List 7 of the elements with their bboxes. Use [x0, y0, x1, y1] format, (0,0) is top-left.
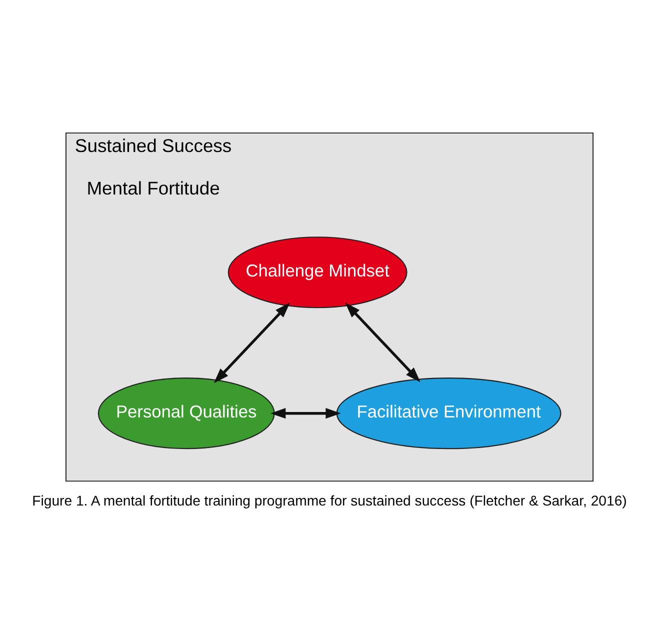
- node-ellipse: Challenge Mindset: [228, 236, 408, 308]
- arrow: [270, 408, 341, 418]
- node-ellipse: Facilitative Environment: [336, 377, 562, 449]
- arrow: [345, 302, 420, 382]
- arrow: [214, 302, 290, 383]
- node-ellipse: Personal Qualities: [98, 377, 275, 449]
- caption: Figure 1. A mental fortitude training programme for sustained success (Fletcher & Sarkar, 2016): [32, 492, 627, 508]
